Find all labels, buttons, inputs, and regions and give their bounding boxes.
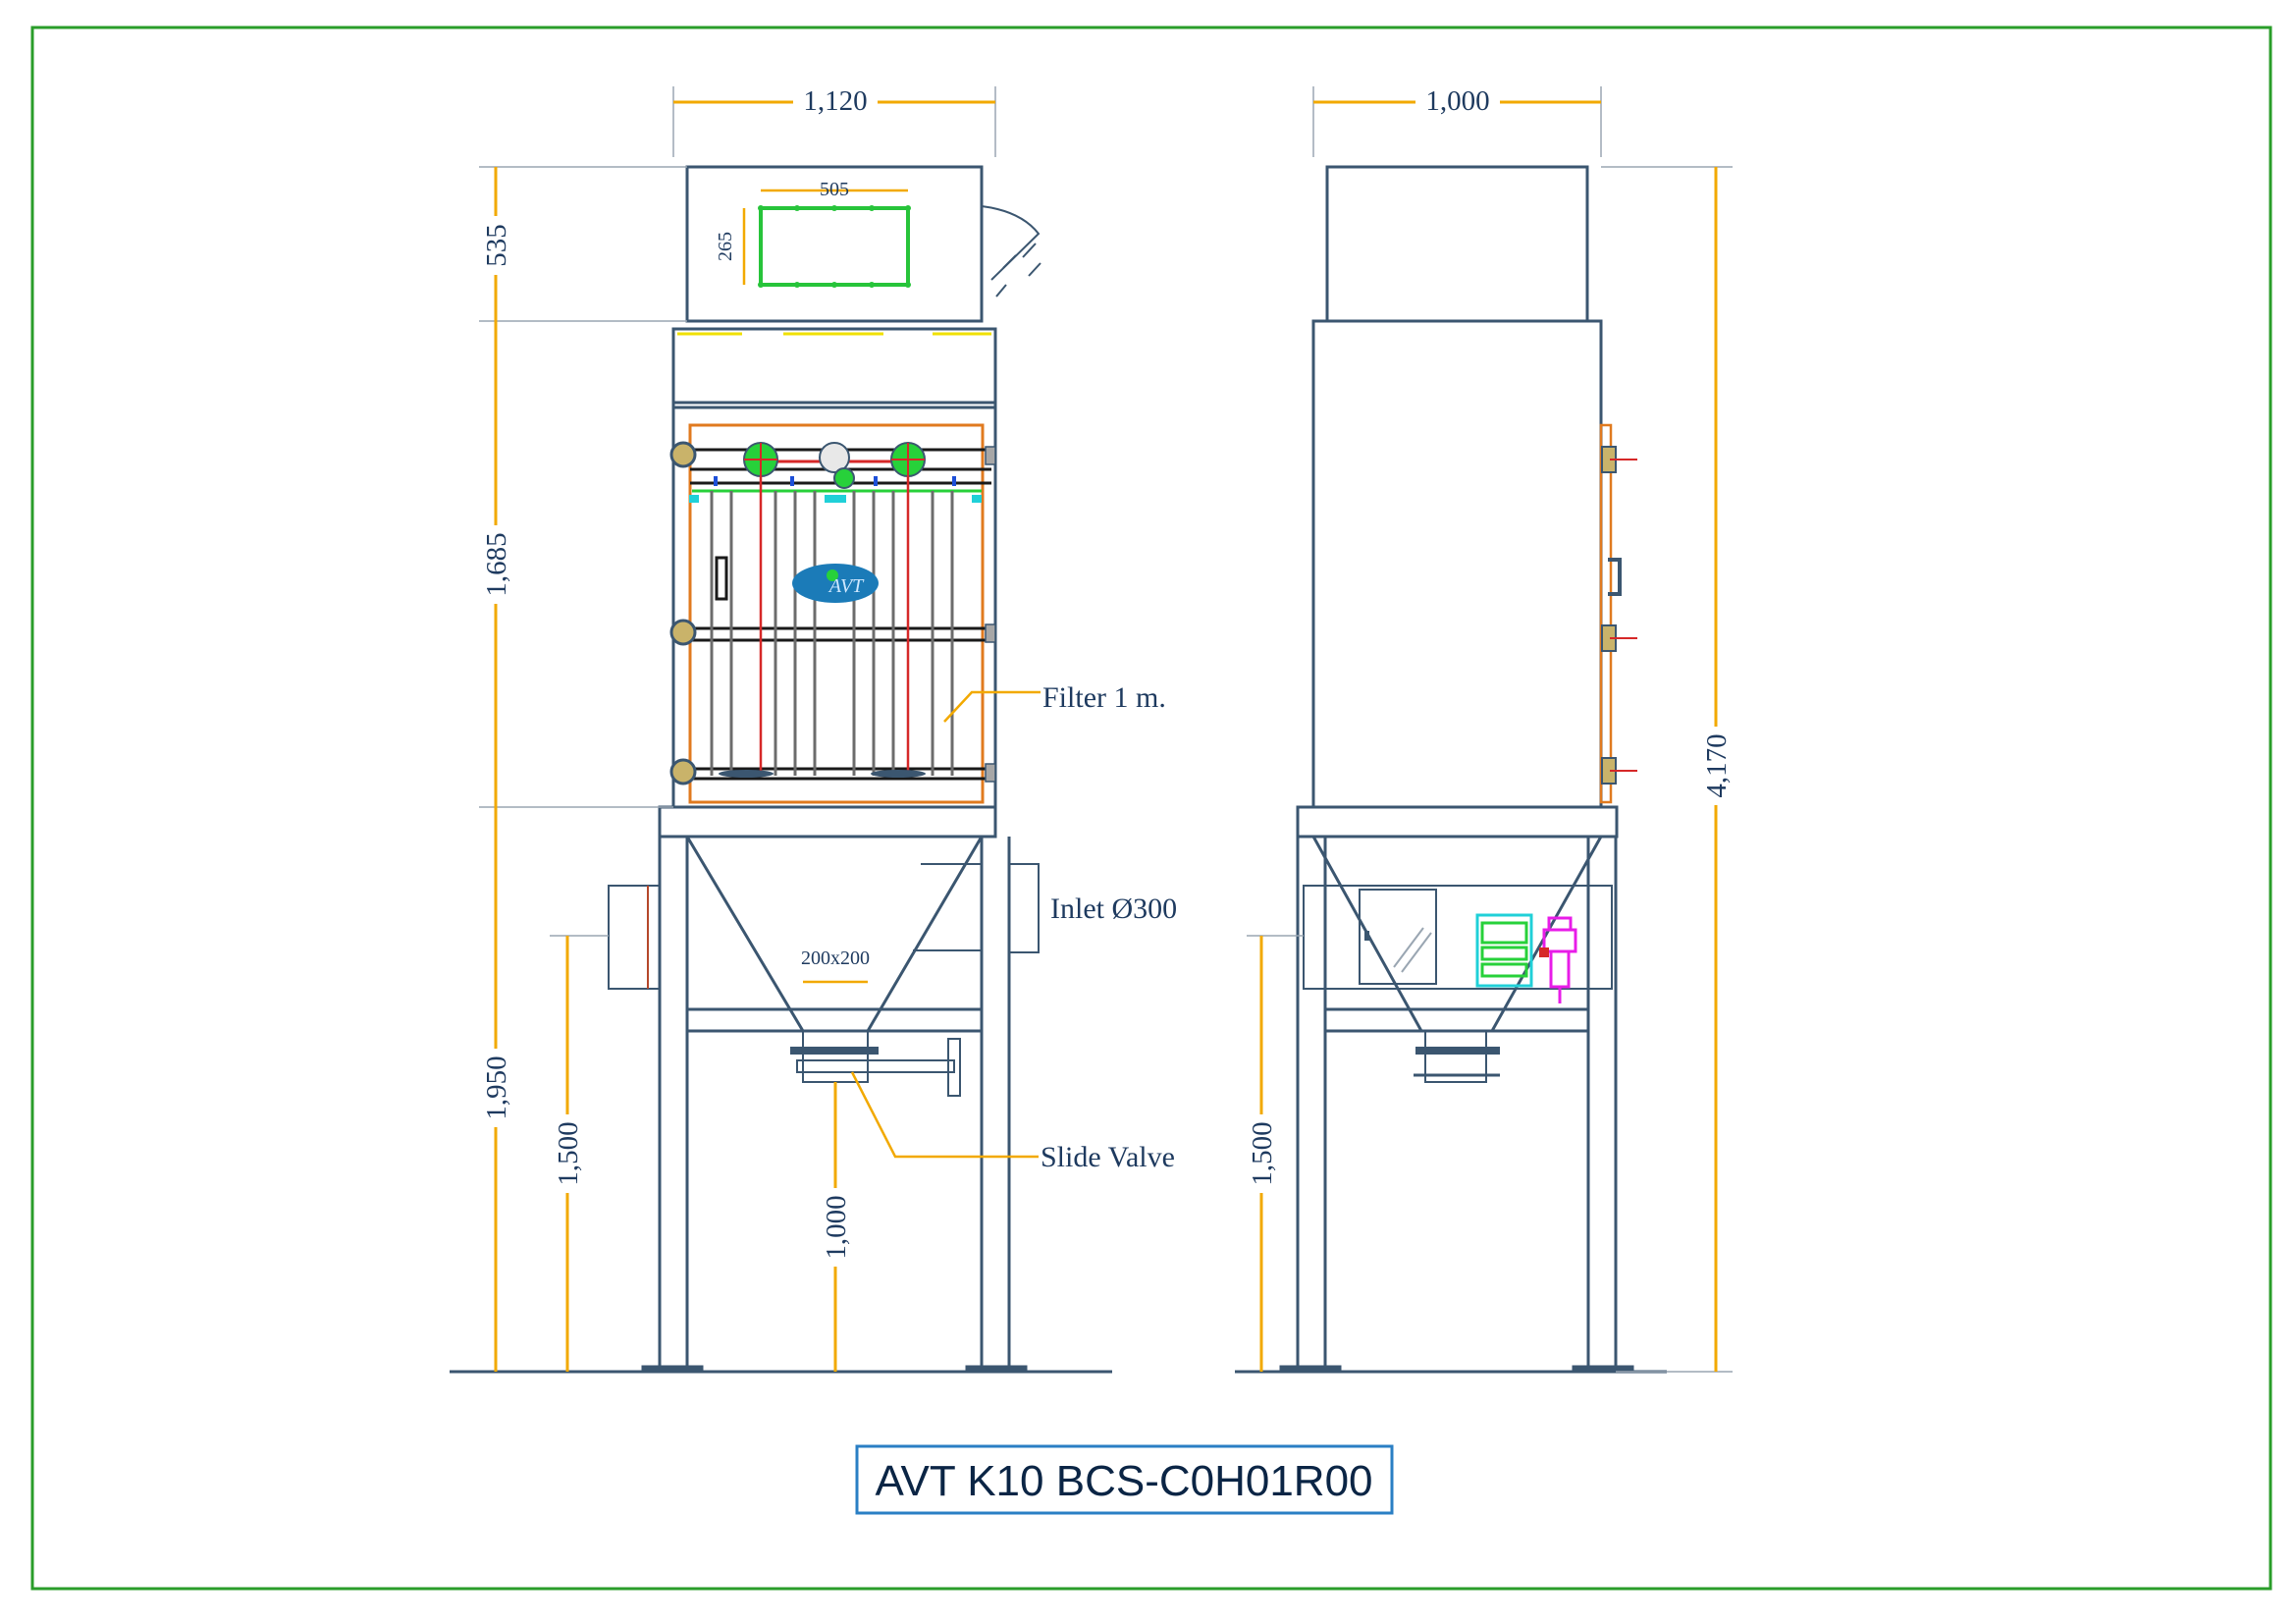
filter-label: Filter 1 m. xyxy=(1042,681,1166,714)
door-handle xyxy=(715,556,728,601)
magenta-filter-regulator xyxy=(1542,916,1577,1003)
blue-fittings xyxy=(714,476,956,486)
filter-leader xyxy=(943,690,1041,723)
body-height-text: 1,685 xyxy=(481,532,512,596)
side-door-edge xyxy=(1599,423,1613,804)
cyan-nozzles xyxy=(689,495,982,503)
hood-opening-bolts xyxy=(758,205,911,288)
hood-height-text: 535 xyxy=(481,224,512,267)
slide-valve-label: Slide Valve xyxy=(1041,1141,1175,1173)
outlet-height-text: 1,000 xyxy=(821,1195,852,1259)
avt-logo xyxy=(792,564,879,603)
bag-bottoms xyxy=(719,770,926,778)
side-width-text: 1,000 xyxy=(1425,85,1489,117)
door-clamps xyxy=(669,441,996,785)
side-hood xyxy=(1325,165,1589,323)
avt-logo-text: AVT xyxy=(828,575,865,597)
air-regulator xyxy=(1475,913,1533,988)
opening-height-text: 265 xyxy=(715,232,736,261)
side-hopper xyxy=(1311,836,1603,1033)
stand-height-text: 1,950 xyxy=(481,1056,512,1119)
exhaust-louvre xyxy=(981,205,1041,281)
drawing-title: AVT K10 BCS-C0H01R00 xyxy=(875,1457,1372,1505)
exhaust-arrows xyxy=(995,243,1041,298)
inlet-box-right xyxy=(1008,863,1040,953)
front-width-text: 1,120 xyxy=(803,85,867,117)
control-panel-frame xyxy=(1303,885,1613,990)
front-hood xyxy=(685,165,984,323)
outlet-size-text: 200x200 xyxy=(801,947,870,969)
outlet-flange xyxy=(790,1047,879,1055)
total-height-text: 4,170 xyxy=(1701,733,1733,797)
front-hopper xyxy=(685,836,984,1033)
pulse-valves xyxy=(743,442,926,489)
front-plenum xyxy=(671,327,997,409)
side-body xyxy=(1311,319,1603,809)
filter-frame xyxy=(688,423,985,804)
front-view: 505 265 xyxy=(450,84,1177,1374)
hood-opening xyxy=(759,206,910,287)
title-block: AVT K10 BCS-C0H01R00 xyxy=(855,1444,1394,1515)
outlet-neck xyxy=(802,1030,869,1083)
side-door-handle xyxy=(1608,558,1622,596)
control-cabinet xyxy=(1359,889,1437,985)
opening-width-text: 505 xyxy=(820,179,849,200)
side-stand xyxy=(1279,805,1634,1374)
side-view: 1,000 4,170 1,500 xyxy=(1235,84,1733,1374)
front-inlet-height-text: 1,500 xyxy=(553,1121,584,1185)
inlet-box-left xyxy=(608,885,661,990)
filter-bags xyxy=(710,491,954,776)
blowpipes xyxy=(759,476,910,776)
front-stand xyxy=(641,805,1028,1374)
side-inlet-height-text: 1,500 xyxy=(1247,1121,1278,1185)
drawing-frame xyxy=(30,26,2272,1591)
side-outlet-neck xyxy=(1424,1030,1487,1083)
side-outlet-flange xyxy=(1415,1047,1500,1055)
slide-valve-handle xyxy=(947,1038,961,1097)
slide-valve-body xyxy=(796,1059,955,1073)
inlet-label: Inlet Ø300 xyxy=(1050,893,1177,925)
slide-valve-leader xyxy=(850,1071,1039,1159)
side-clamps xyxy=(1601,446,1637,785)
